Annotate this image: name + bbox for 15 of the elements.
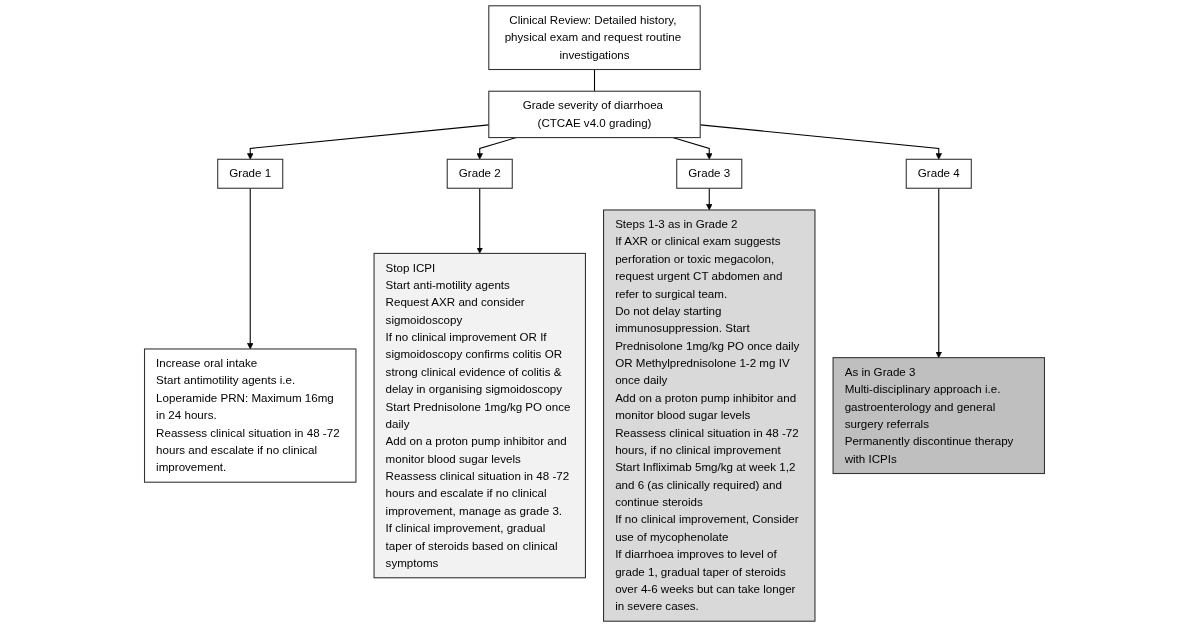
node-box: Grade severity of diarrhoea (CTCAE v4.0 grading) <box>488 90 701 139</box>
arrow <box>247 187 254 350</box>
node-box: Stop ICPI Start anti-motility agents Request AXR and consider sigmoidoscopy If no clinical improvement OR If sigmoidoscopy confirms colitis OR strong clinical evidence of colitis & delay in organising sigmoidoscopy Start Prednisolone 1mg/kg PO once daily Add on a proton pump inhibitor and monitor blood sugar levels Reassess clinical situation in 48 -72 hours and escalate if no clinical improvement, manage as grade 3. If clinical improvement, gradual taper of steroids based on clinical symptoms <box>373 252 586 579</box>
node-box: Grade 1 <box>217 158 284 189</box>
arrow <box>935 187 942 358</box>
node-box: Grade 3 <box>676 158 743 189</box>
node-box: Steps 1-3 as in Grade 2 If AXR or clinical exam suggests perforation or toxic megacolon, request urgent CT abdomen and refer to surgical team. Do not delay starting immunosuppression. Start Prednisolone 1mg/kg PO once daily OR Methylprednisolone 1-2 mg IV once daily Add on a proton pump inhibitor and monitor blood sugar levels Reassess clinical situation in 48 -72 hours, if no clinical improvement Start Infliximab 5mg/kg at week 1,2 and 6 (as clinically required) and continue steroids If no clinical improvement, Consider use of mycophenolate If diarrhoea improves to level of grade 1, gradual taper of steroids over 4-6 weeks but can take longer in severe cases. <box>603 209 816 622</box>
arrow <box>476 187 483 254</box>
node-box: Increase oral intake Start antimotility agents i.e. Loperamide PRN: Maximum 16mg in 24 hours. Reassess clinical situation in 48 -72 hours and escalate if no clinical improvement. <box>143 348 357 483</box>
connector <box>593 68 596 92</box>
node-box: Grade 4 <box>905 158 972 189</box>
node-box: Grade 2 <box>446 158 513 189</box>
node-box: Clinical Review: Detailed history, physical exam and request routine investigations <box>488 5 701 71</box>
node-box: As in Grade 3 Multi-disciplinary approach i.e. gastroenterology and general surgery referrals Permanently discontinue therapy with ICPIs <box>832 357 1046 475</box>
arrow <box>706 187 713 211</box>
